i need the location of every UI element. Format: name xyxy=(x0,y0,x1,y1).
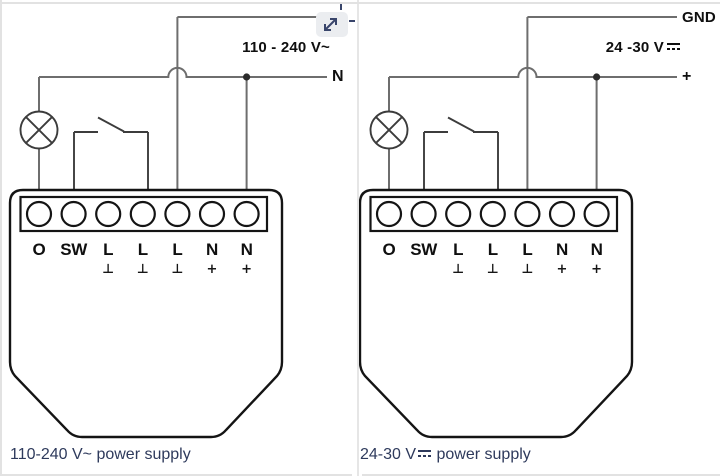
terminal-mark-ground: ⊥ xyxy=(486,262,499,277)
junction-dot xyxy=(243,73,251,81)
terminal-circle xyxy=(95,200,122,228)
terminal-mark-plus: + xyxy=(241,262,253,277)
terminal-label-l2: L xyxy=(137,240,148,259)
switch-contact-icon xyxy=(423,116,499,197)
terminal-circle xyxy=(479,200,506,228)
bottom-border-left xyxy=(0,474,352,476)
wire-plus-horizontal xyxy=(389,66,677,78)
device-outline xyxy=(8,188,284,439)
terminal-circle xyxy=(25,200,53,228)
terminal-label-l1: L xyxy=(103,240,114,259)
terminal-label-n1: N xyxy=(556,240,568,259)
terminal-label-l3: L xyxy=(522,240,533,259)
ac-caption: 110-240 V~ power supply xyxy=(10,446,191,463)
terminal-label-o: O xyxy=(382,240,396,259)
terminal-mark-ground: ⊥ xyxy=(171,262,184,277)
terminal-label-n1: N xyxy=(206,240,218,259)
lamp-bulb-icon xyxy=(369,110,409,150)
top-border xyxy=(0,2,720,4)
junction-dot xyxy=(593,73,601,81)
terminal-mark-ground: ⊥ xyxy=(136,262,149,277)
terminal-label-l1: L xyxy=(453,240,464,259)
dc-caption-prefix: 24-30 V xyxy=(360,446,417,463)
left-border xyxy=(0,0,2,476)
dc-voltage-text: 24 -30 V xyxy=(605,39,664,56)
direct-current-icon xyxy=(418,449,432,459)
terminal-circle xyxy=(410,200,437,228)
pane-divider xyxy=(357,0,359,476)
gnd-wire-label: GND xyxy=(682,9,716,26)
plus-wire-label: + xyxy=(682,68,692,85)
terminal-label-sw: SW xyxy=(410,240,437,259)
terminal-circle xyxy=(129,200,156,228)
bottom-border-right xyxy=(362,474,720,476)
terminal-mark-ground: ⊥ xyxy=(452,262,465,277)
dc-wiring-pane: GND 24 -30 V + O SW L L L N N ⊥ ⊥ ⊥ + + … xyxy=(350,0,720,476)
dc-wiring-drawing xyxy=(358,16,677,439)
terminal-label-n2: N xyxy=(240,240,253,259)
dc-caption: 24-30 V power supply xyxy=(360,446,531,464)
wire-neutral-horizontal xyxy=(39,66,327,78)
terminal-circle xyxy=(60,200,87,228)
terminal-circle xyxy=(583,200,610,228)
terminal-circle xyxy=(164,200,191,228)
supply-voltage-label: 110 - 240 V~ xyxy=(242,39,330,56)
terminal-mark-ground: ⊥ xyxy=(102,262,115,277)
terminal-circle xyxy=(445,200,472,228)
terminal-label-o: O xyxy=(32,240,46,259)
terminal-circle xyxy=(233,200,260,228)
neutral-wire-label: N xyxy=(332,68,344,85)
terminal-circle xyxy=(548,200,576,228)
dc-caption-suffix: power supply xyxy=(432,446,531,463)
terminal-label-sw: SW xyxy=(60,240,87,259)
ac-wiring-drawing xyxy=(8,16,329,439)
ac-wiring-pane: 110 - 240 V~ N O SW L L L N N ⊥ ⊥ ⊥ + + … xyxy=(8,2,355,463)
device-outline xyxy=(358,188,634,439)
terminal-circle xyxy=(198,200,226,228)
expand-button-background xyxy=(316,12,348,37)
terminal-mark-plus: + xyxy=(556,262,568,277)
terminal-label-l2: L xyxy=(487,240,498,259)
terminal-label-n2: N xyxy=(590,240,603,259)
terminal-mark-ground: ⊥ xyxy=(521,262,534,277)
direct-current-icon xyxy=(667,42,680,52)
terminal-label-l3: L xyxy=(172,240,183,259)
terminal-mark-plus: + xyxy=(206,262,218,277)
terminal-mark-plus: + xyxy=(591,262,603,277)
switch-contact-icon xyxy=(73,116,149,197)
supply-voltage-label: 24 -30 V xyxy=(606,39,680,56)
terminal-circle xyxy=(375,200,403,228)
terminal-circle xyxy=(514,200,541,228)
lamp-bulb-icon xyxy=(19,110,59,150)
